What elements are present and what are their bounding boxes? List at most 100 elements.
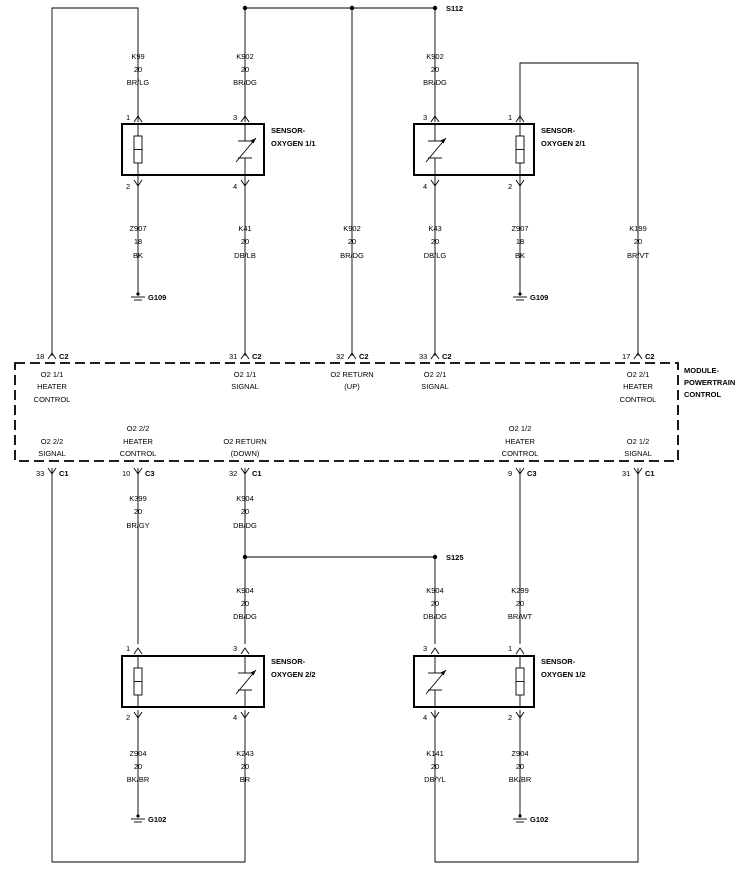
wire-gauge: 20 bbox=[241, 507, 249, 516]
pcm-pin-number: 9 bbox=[508, 469, 512, 478]
pin-number: 4 bbox=[233, 182, 237, 191]
pin-number: 3 bbox=[233, 113, 237, 122]
ground-g109-a bbox=[131, 292, 145, 301]
pcm-pin-desc: O2 1/1 bbox=[234, 370, 257, 379]
wire-color: DB/DG bbox=[233, 521, 257, 530]
pcm-pin-number: 18 bbox=[36, 352, 44, 361]
wire-color: BR/LG bbox=[127, 78, 150, 87]
ground-label: G109 bbox=[148, 293, 166, 302]
wire-color: BK bbox=[515, 251, 525, 260]
pin-marker-icon bbox=[515, 179, 525, 187]
splice-dot bbox=[432, 5, 438, 11]
pcm-connector-tag: C3 bbox=[527, 469, 537, 478]
wire-circuit: Z904 bbox=[129, 749, 146, 758]
pin-marker-icon bbox=[133, 115, 143, 123]
sensor-box bbox=[413, 655, 535, 708]
sensor-box bbox=[121, 655, 265, 708]
wire-circuit: K902 bbox=[343, 224, 361, 233]
wire-color: DB/LB bbox=[234, 251, 256, 260]
pin-number: 4 bbox=[423, 713, 427, 722]
wire-color: DB/DG bbox=[423, 612, 447, 621]
wire-gauge: 20 bbox=[241, 65, 249, 74]
pin-marker-icon bbox=[133, 179, 143, 187]
wire-gauge: 20 bbox=[241, 599, 249, 608]
pin-marker-icon bbox=[633, 467, 643, 475]
wire-circuit: Z904 bbox=[511, 749, 528, 758]
wire-color: BK/BR bbox=[127, 775, 150, 784]
pcm-pin-descriptions: O2 1/1 HEATER CONTROL O2 1/1 SIGNAL O2 R… bbox=[34, 370, 657, 458]
sensor-oxygen-1-2 bbox=[413, 655, 535, 708]
pcm-pin-desc: CONTROL bbox=[34, 395, 71, 404]
ground-label: G109 bbox=[530, 293, 548, 302]
wire-color: BR/WT bbox=[508, 612, 533, 621]
pcm-label-line1: MODULE- bbox=[684, 366, 719, 375]
wire-gauge: 20 bbox=[134, 65, 142, 74]
wire-gauge: 20 bbox=[348, 237, 356, 246]
pin-marker-icon bbox=[133, 647, 143, 655]
wire-gauge: 20 bbox=[516, 599, 524, 608]
pcm-pin-desc: HEATER bbox=[123, 437, 153, 446]
ground-g109-b bbox=[513, 292, 527, 301]
pin-marker-icon bbox=[133, 711, 143, 719]
sensor-1-2-label-line2: OXYGEN 1/2 bbox=[541, 670, 586, 679]
sensor-2-2-label-line2: OXYGEN 2/2 bbox=[271, 670, 316, 679]
pin-marker-icon bbox=[633, 352, 643, 360]
wire-circuit: K41 bbox=[238, 224, 251, 233]
wire-circuit: K199 bbox=[629, 224, 647, 233]
wire-gauge: 20 bbox=[431, 762, 439, 771]
pcm-pin-desc: SIGNAL bbox=[624, 449, 652, 458]
pcm-pin-desc: O2 RETURN bbox=[223, 437, 266, 446]
pcm-connector-tag: C2 bbox=[252, 352, 262, 361]
pcm-pin-number: 32 bbox=[229, 469, 237, 478]
wire-gauge: 20 bbox=[241, 762, 249, 771]
sensor-2-2-label-line1: SENSOR- bbox=[271, 657, 306, 666]
ground-g102-b bbox=[513, 814, 527, 823]
sensor-1-1-label-line1: SENSOR- bbox=[271, 126, 306, 135]
pin-number: 1 bbox=[126, 644, 130, 653]
pcm-pin-desc: O2 2/1 bbox=[424, 370, 447, 379]
pin-marker-icon bbox=[47, 352, 57, 360]
pcm-connector-tag: C1 bbox=[59, 469, 69, 478]
wire-circuit: K43 bbox=[428, 224, 441, 233]
ground-icon bbox=[518, 292, 522, 296]
wire-labels: K99 20 BR/LG K902 20 BR/DG K902 20 BR/DG… bbox=[126, 52, 649, 784]
wire-gauge: 18 bbox=[516, 237, 524, 246]
pcm-pin-number: 17 bbox=[622, 352, 630, 361]
wire-circuit: K243 bbox=[236, 749, 254, 758]
arrow-head-icon bbox=[440, 138, 446, 144]
pin-marker-icon bbox=[430, 711, 440, 719]
wire-k199 bbox=[519, 62, 639, 356]
pin-marker-icon bbox=[515, 467, 525, 475]
wire-gauge: 20 bbox=[431, 237, 439, 246]
splice-s125-label: S125 bbox=[446, 553, 464, 562]
wire-color: BR/VT bbox=[627, 251, 650, 260]
ground-g102-a bbox=[131, 814, 145, 823]
pcm-label-line3: CONTROL bbox=[684, 390, 721, 399]
sensor-box bbox=[413, 123, 535, 176]
sensor-oxygen-2-1 bbox=[413, 123, 535, 176]
wire-color: DB/YL bbox=[424, 775, 446, 784]
pcm-connector-tag: C3 bbox=[145, 469, 155, 478]
ground-icon bbox=[136, 292, 140, 296]
pcm-connector-tag: C2 bbox=[442, 352, 452, 361]
pcm-pin-desc: HEATER bbox=[505, 437, 535, 446]
pcm-pin-desc: O2 2/2 bbox=[127, 424, 150, 433]
pcm-pin-desc: O2 2/2 bbox=[41, 437, 64, 446]
wire-color: DB/LG bbox=[424, 251, 447, 260]
wire-circuit: K904 bbox=[426, 586, 444, 595]
splice-dot bbox=[432, 554, 438, 560]
sensor-box bbox=[121, 123, 265, 176]
wire-gauge: 20 bbox=[134, 507, 142, 516]
pin-marker-icon bbox=[240, 647, 250, 655]
wire-k99 bbox=[51, 7, 139, 356]
pin-number: 2 bbox=[508, 182, 512, 191]
wire-gauge: 20 bbox=[134, 762, 142, 771]
sensor-oxygen-1-1 bbox=[121, 123, 265, 176]
arrow-head-icon bbox=[250, 138, 256, 144]
splice-dot bbox=[242, 5, 248, 11]
pcm-pin-number: 33 bbox=[419, 352, 427, 361]
pin-marker-icon bbox=[133, 467, 143, 475]
pcm-pin-desc: O2 1/2 bbox=[627, 437, 650, 446]
wire-circuit: Z907 bbox=[511, 224, 528, 233]
